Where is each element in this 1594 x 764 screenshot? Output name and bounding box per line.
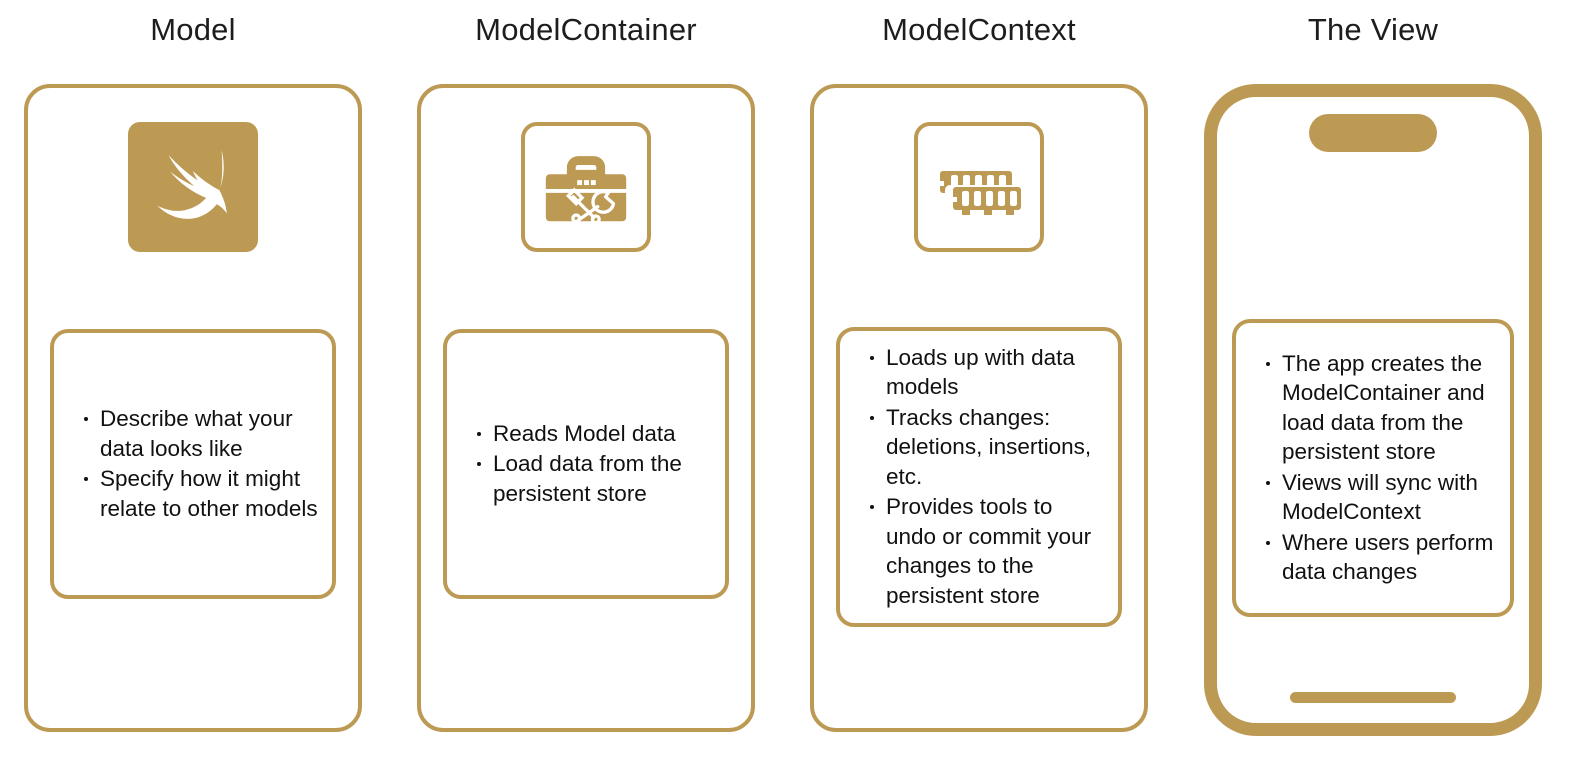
list-item: Views will sync with ModelContext <box>1266 468 1496 527</box>
icon-container-modelcontext <box>914 122 1044 252</box>
card-modelcontainer: Reads Model data Load data from the pers… <box>417 84 755 732</box>
bullet-list-the-view: The app creates the ModelContainer and l… <box>1236 349 1510 588</box>
list-item: Describe what your data looks like <box>84 404 318 463</box>
column-modelcontainer: ModelContainer <box>417 0 755 764</box>
bullet-box-modelcontainer: Reads Model data Load data from the pers… <box>443 329 729 599</box>
column-title-modelcontext: ModelContext <box>882 12 1076 47</box>
column-title-the-view: The View <box>1307 12 1439 47</box>
column-the-view: The View The app creates the ModelContai… <box>1196 0 1550 764</box>
column-title-modelcontainer: ModelContainer <box>475 12 697 47</box>
bullet-list-model: Describe what your data looks like Speci… <box>54 404 332 524</box>
memory-ram-icon <box>914 122 1044 252</box>
swift-bird-icon <box>128 122 258 252</box>
list-item: Specify how it might relate to other mod… <box>84 464 318 523</box>
list-item: Where users perform data changes <box>1266 528 1496 587</box>
column-title-model: Model <box>150 12 236 47</box>
list-item: Load data from the persistent store <box>477 449 711 508</box>
list-item: Loads up with data models <box>870 343 1104 402</box>
bullet-box-modelcontext: Loads up with data models Tracks changes… <box>836 327 1122 627</box>
phone-mockup: The app creates the ModelContainer and l… <box>1204 84 1542 736</box>
column-modelcontext: ModelContext <box>810 0 1148 764</box>
home-indicator <box>1290 692 1456 703</box>
icon-container-model <box>128 122 258 252</box>
card-model: Describe what your data looks like Speci… <box>24 84 362 732</box>
card-modelcontext: Loads up with data models Tracks changes… <box>810 84 1148 732</box>
list-item: The app creates the ModelContainer and l… <box>1266 349 1496 467</box>
bullet-box-the-view: The app creates the ModelContainer and l… <box>1232 319 1514 617</box>
icon-container-modelcontainer <box>521 122 651 252</box>
dynamic-island-icon <box>1309 114 1437 152</box>
list-item: Provides tools to undo or commit your ch… <box>870 492 1104 610</box>
bullet-list-modelcontext: Loads up with data models Tracks changes… <box>840 343 1118 612</box>
list-item: Reads Model data <box>477 419 711 449</box>
list-item: Tracks changes: deletions, insertions, e… <box>870 403 1104 492</box>
toolbox-icon <box>521 122 651 252</box>
bullet-list-modelcontainer: Reads Model data Load data from the pers… <box>447 419 725 510</box>
column-model: Model Describe what your data looks like… <box>24 0 362 764</box>
bullet-box-model: Describe what your data looks like Speci… <box>50 329 336 599</box>
